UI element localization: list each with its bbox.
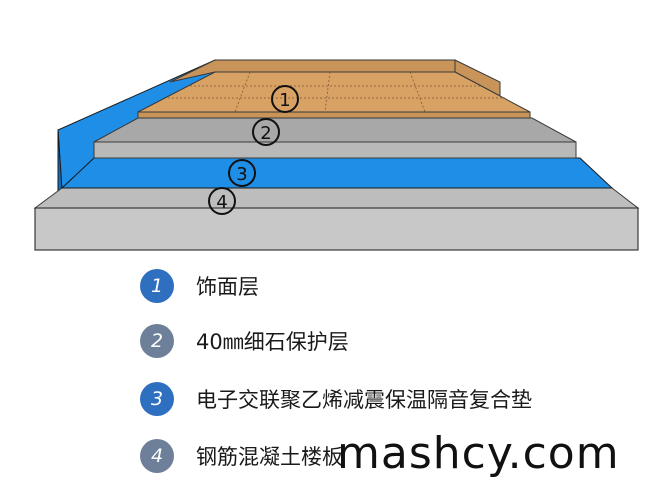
foam-underlay <box>60 157 614 189</box>
concrete-slab-front <box>34 207 639 251</box>
callout-3-label: 3 <box>236 164 247 185</box>
screed-front <box>93 141 577 159</box>
screed-top <box>93 117 577 143</box>
callout-1-label: 1 <box>279 90 290 111</box>
concrete-slab-top <box>33 187 640 209</box>
callout-1: 1 <box>271 85 299 113</box>
callout-2: 2 <box>252 118 280 146</box>
callout-4: 4 <box>208 187 236 215</box>
wood-floor-front <box>137 111 531 119</box>
watermark: mashcy.com <box>337 428 620 479</box>
callout-2-label: 2 <box>260 123 271 144</box>
callout-4-label: 4 <box>216 192 227 213</box>
wood-plank-lines <box>168 71 505 113</box>
callout-3: 3 <box>228 159 256 187</box>
